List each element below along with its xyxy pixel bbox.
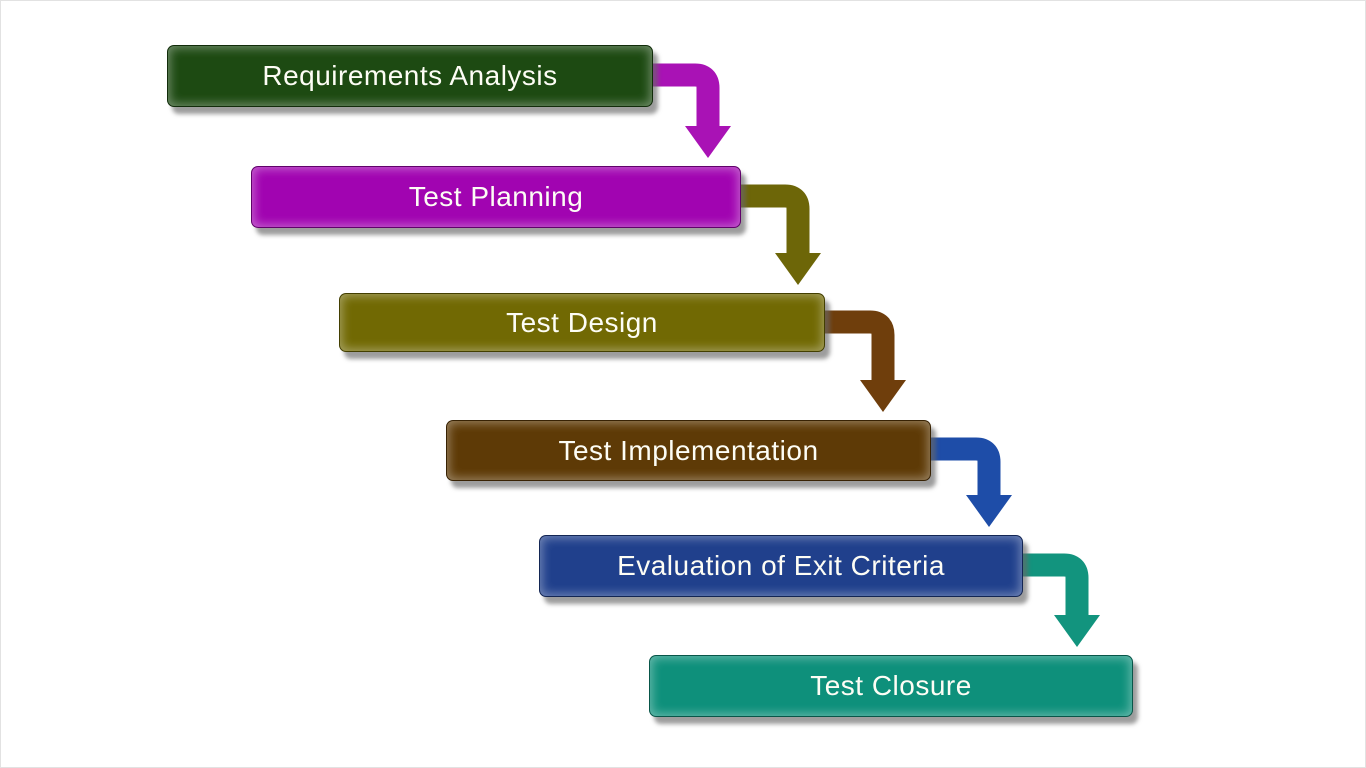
phase-box-test-implementation: Test Implementation <box>446 420 931 481</box>
phase-label: Evaluation of Exit Criteria <box>617 550 945 581</box>
phase-label: Test Design <box>506 306 658 338</box>
phase-label: Test Planning <box>408 181 584 212</box>
flow-arrow-to-test-implementation <box>823 310 906 412</box>
flow-arrow-to-test-planning <box>649 63 731 158</box>
flow-arrow-to-evaluation-of-exit-criteria <box>929 437 1012 527</box>
phase-box-requirements-analysis: Requirements Analysis <box>167 45 653 107</box>
phase-box-evaluation-of-exit-criteria: Evaluation of Exit Criteria <box>539 535 1023 597</box>
phase-label: Test Implementation <box>558 434 819 466</box>
flow-arrow-to-test-design <box>739 184 821 285</box>
phase-box-test-closure: Test Closure <box>649 655 1133 717</box>
phase-box-test-planning: Test Planning <box>251 166 741 228</box>
phase-box-test-design: Test Design <box>339 293 825 352</box>
phase-label: Requirements Analysis <box>262 60 558 91</box>
phase-label: Test Closure <box>810 670 972 701</box>
flow-arrow-to-test-closure <box>1019 553 1100 647</box>
